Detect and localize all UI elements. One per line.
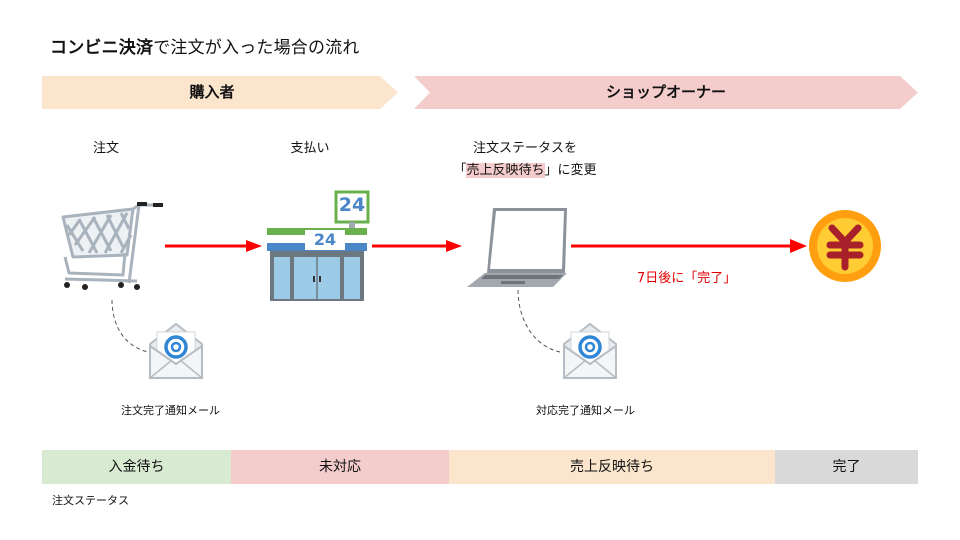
step-label-order: 注文: [92, 141, 119, 156]
dashed-connector-order-mail: [111, 299, 149, 353]
phase-label-shop-owner: ショップオーナー: [605, 83, 726, 101]
arrow-order-to-payment: [165, 240, 262, 252]
convenience-store-shape: [267, 190, 370, 301]
phase-label-buyer: 購入者: [189, 83, 235, 101]
phase-banner-buyer-shape: [42, 76, 398, 109]
title-rest: で注文が入った場合の流れ: [153, 38, 360, 58]
laptop-icon: [467, 208, 567, 287]
order-status-bar: 入金待ち 未対応 売上反映待ち 完了: [42, 450, 918, 484]
status-segment-awaiting-sales: 売上反映待ち: [449, 450, 775, 484]
step-label-status-change-line1: 注文ステータスを: [472, 141, 577, 156]
arrow-payment-to-laptop: [372, 240, 462, 252]
status-segment-unhandled: 未対応: [231, 450, 449, 484]
store-sign-text: 24: [338, 194, 366, 216]
bracket-open: 「: [453, 163, 467, 178]
highlight-status-text: 売上反映待ち: [466, 163, 545, 178]
step-label-payment: 支払い: [290, 141, 330, 156]
page-title: コンビニ決済で注文が入った場合の流れ: [50, 33, 360, 58]
step-label-status-change: 注文ステータスを 「売上反映待ち」に変更: [440, 137, 610, 178]
title-bold-part: コンビニ決済: [50, 38, 154, 58]
mail-label-handling-complete: 対応完了通知メール: [536, 404, 635, 417]
yen-coin-icon: [808, 209, 882, 283]
phase-banner-shop-owner-shape: [414, 76, 918, 109]
phase-banner-buyer: 購入者: [42, 76, 398, 109]
convenience-store-icon: 24 24: [265, 190, 370, 302]
arrow-laptop-to-yen: [571, 239, 807, 253]
store-front-text: 24: [313, 230, 337, 249]
arrow-note-7-days-complete: 7日後に「完了」: [637, 271, 737, 286]
phase-banner-shop-owner: ショップオーナー: [414, 76, 918, 109]
email-open-icon: [149, 322, 203, 379]
mail-label-order-complete: 注文完了通知メール: [121, 404, 220, 417]
email-open-icon: [563, 322, 617, 379]
status-segment-awaiting-payment: 入金待ち: [42, 450, 231, 484]
shopping-cart-icon: [61, 202, 163, 290]
bracket-close-suffix: 」に変更: [544, 163, 597, 178]
status-bar-caption: 注文ステータス: [52, 494, 129, 507]
step-label-status-change-line2: 「売上反映待ち」に変更: [440, 159, 610, 178]
status-segment-complete: 完了: [775, 450, 918, 484]
dashed-connector-laptop-mail: [517, 289, 561, 353]
yen-coin-shape: [809, 210, 881, 282]
